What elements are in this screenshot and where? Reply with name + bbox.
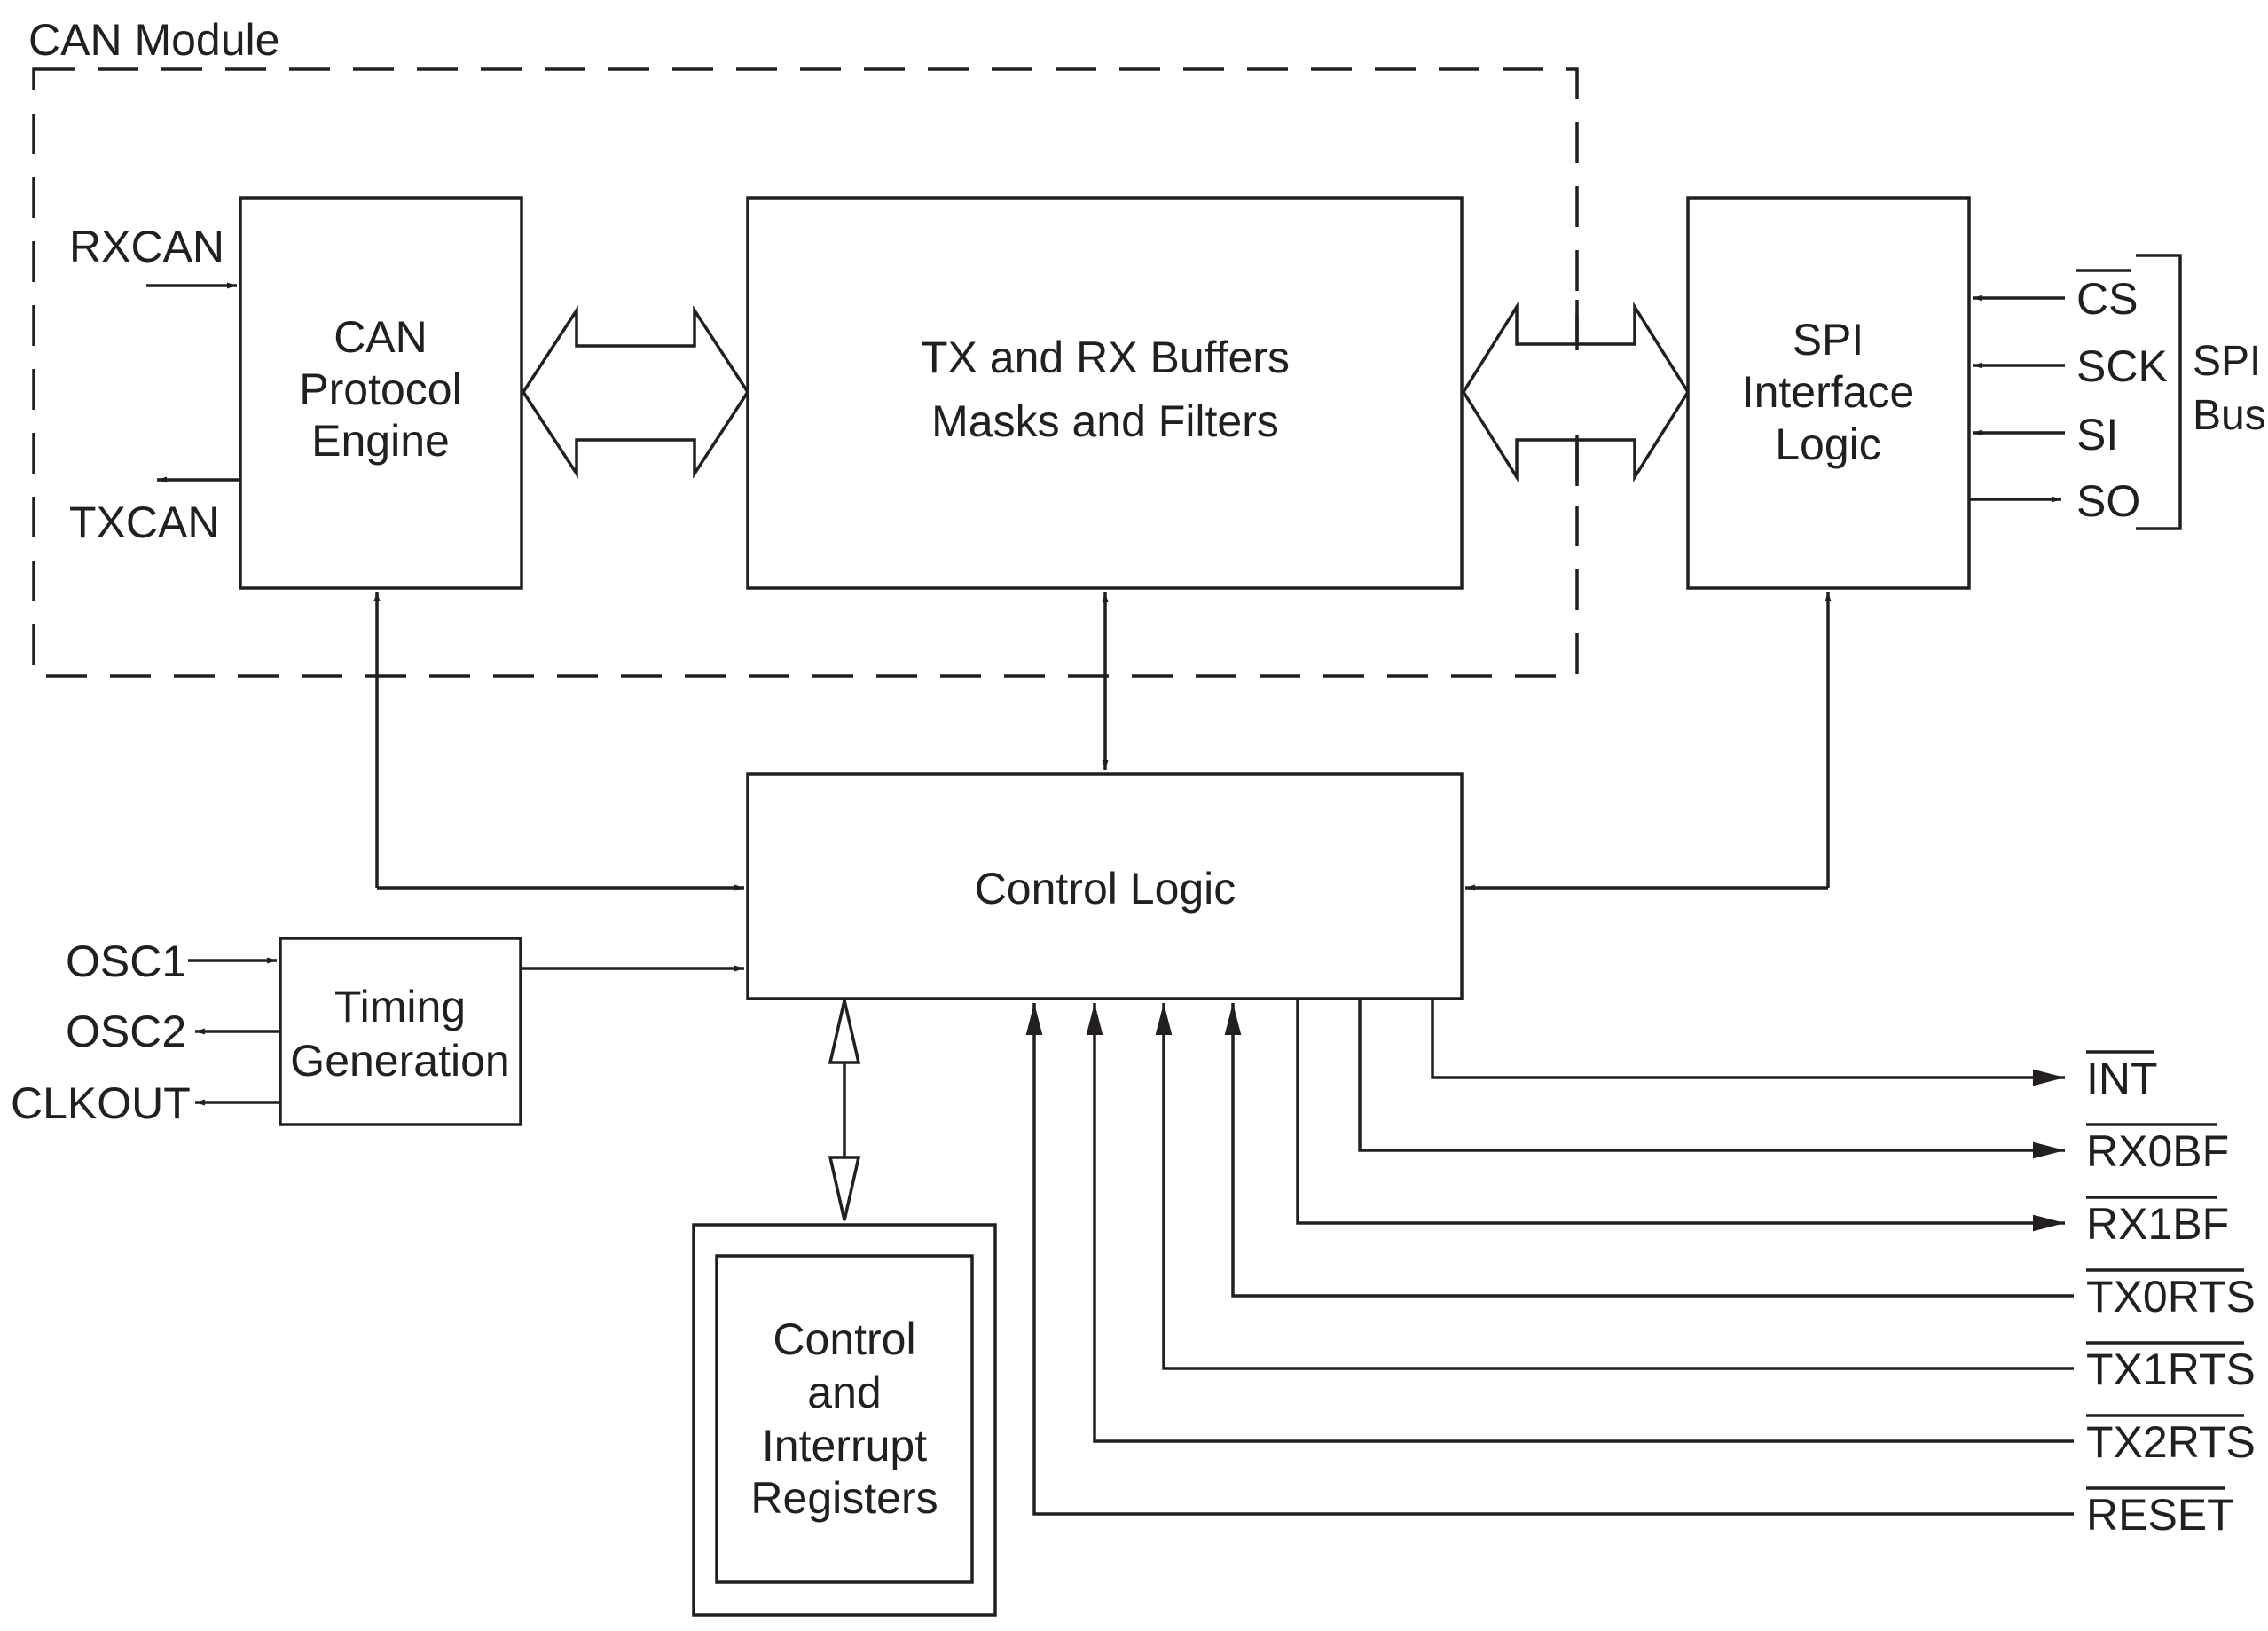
tx2rts-pin-label: TX2RTS bbox=[2086, 1417, 2256, 1467]
can-module-title: CAN Module bbox=[28, 15, 279, 65]
can-protocol-engine-label-1: CAN bbox=[334, 312, 428, 362]
spi-interface-label-3: Logic bbox=[1775, 420, 1881, 469]
spi-interface-block: SPI Interface Logic bbox=[1686, 196, 1971, 590]
tx0rts-pin-label: TX0RTS bbox=[2086, 1272, 2256, 1321]
can-protocol-engine-label-2: Protocol bbox=[299, 365, 461, 414]
timing-generation-block: Timing Generation bbox=[279, 937, 522, 1126]
clkout-label: CLKOUT bbox=[11, 1078, 191, 1128]
timing-label-1: Timing bbox=[334, 982, 466, 1031]
oscillator-signals: OSC1 OSC2 CLKOUT bbox=[11, 937, 280, 1128]
spi-bus-label-1: SPI bbox=[2193, 338, 2261, 385]
can-protocol-engine-label-3: Engine bbox=[311, 416, 450, 466]
rx1bf-pin-label: RX1BF bbox=[2086, 1199, 2229, 1249]
buffers-label-1: TX and RX Buffers bbox=[921, 333, 1290, 382]
registers-bus-arrow bbox=[828, 1000, 861, 1221]
timing-label-2: Generation bbox=[290, 1036, 509, 1086]
can-bus-signals: RXCAN TXCAN bbox=[69, 222, 240, 547]
buffers-block: TX and RX Buffers Masks and Filters bbox=[746, 196, 1464, 590]
buffers-label-2: Masks and Filters bbox=[931, 396, 1279, 446]
internal-connections bbox=[373, 592, 1832, 972]
spi-bus-label-2: Bus bbox=[2193, 392, 2266, 439]
osc1-label: OSC1 bbox=[66, 937, 186, 986]
spi-bus-signals: CS SCK SI SO SPI Bus bbox=[1969, 254, 2266, 530]
bus-arrow-buffers-spi bbox=[1461, 301, 1691, 483]
registers-label-4: Registers bbox=[750, 1473, 938, 1523]
can-protocol-engine-block: CAN Protocol Engine bbox=[239, 196, 523, 590]
so-label: SO bbox=[2076, 476, 2140, 526]
bus-arrow-engine-buffers bbox=[521, 305, 750, 479]
rx0bf-pin-label: RX0BF bbox=[2086, 1126, 2229, 1176]
rxcan-label: RXCAN bbox=[69, 222, 224, 271]
can-module-boundary: CAN Module bbox=[25, 15, 1579, 678]
si-label: SI bbox=[2076, 410, 2118, 459]
registers-label-2: and bbox=[807, 1368, 881, 1417]
osc2-label: OSC2 bbox=[66, 1007, 186, 1056]
txcan-label: TXCAN bbox=[69, 498, 219, 547]
spi-interface-label-1: SPI bbox=[1793, 315, 1864, 365]
registers-label-1: Control bbox=[773, 1314, 915, 1364]
spi-interface-label-2: Interface bbox=[1742, 367, 1915, 417]
cs-label: CS bbox=[2076, 274, 2138, 324]
reset-pin-label: RESET bbox=[2086, 1490, 2234, 1540]
control-logic-label: Control Logic bbox=[975, 864, 1236, 914]
tx1rts-pin-label: TX1RTS bbox=[2086, 1345, 2256, 1394]
control-logic-block: Control Logic bbox=[746, 772, 1464, 1000]
control-input-pins: TX0RTS TX1RTS TX2RTS RESET bbox=[1025, 1003, 2256, 1540]
sck-label: SCK bbox=[2076, 341, 2168, 391]
control-output-pins: INT RX0BF RX1BF bbox=[1296, 1000, 2229, 1249]
registers-label-3: Interrupt bbox=[762, 1421, 927, 1470]
registers-block: Control and Interrupt Registers bbox=[692, 1223, 997, 1617]
spi-bus-bracket bbox=[2136, 254, 2182, 530]
int-pin-label: INT bbox=[2086, 1054, 2158, 1103]
